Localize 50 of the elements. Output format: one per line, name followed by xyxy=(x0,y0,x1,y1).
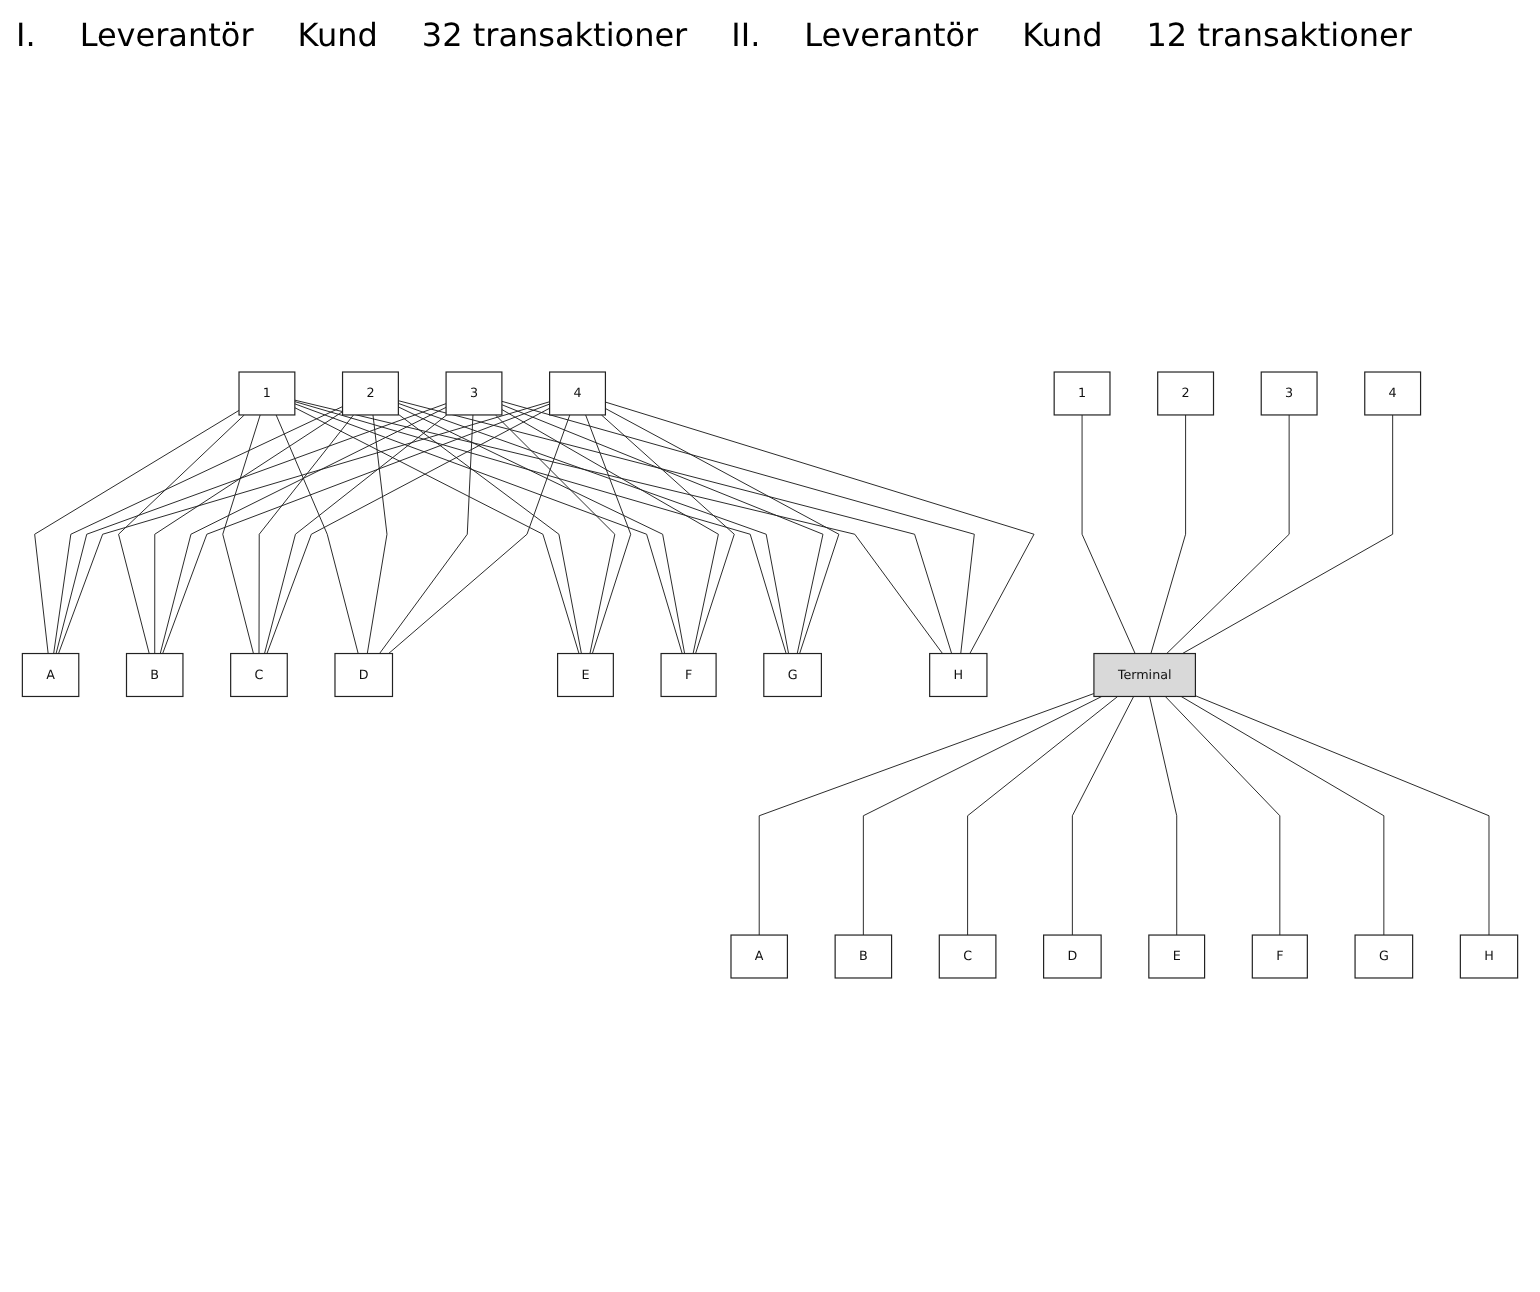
connector xyxy=(585,414,632,654)
connector xyxy=(379,414,474,654)
connector xyxy=(222,414,261,654)
connector xyxy=(118,414,245,654)
connector xyxy=(159,406,447,654)
note-text: 32 transaktioner xyxy=(421,16,688,54)
connector xyxy=(604,401,1035,654)
connector xyxy=(501,404,824,654)
connector xyxy=(495,414,616,654)
connector xyxy=(501,409,719,654)
note-text: 12 transaktioner xyxy=(1146,16,1412,54)
connector xyxy=(1194,695,1490,936)
connector xyxy=(1166,414,1290,654)
connector xyxy=(154,411,343,654)
connector xyxy=(34,409,240,654)
connector xyxy=(294,399,943,654)
connector xyxy=(1149,696,1178,936)
note-text: Kund xyxy=(1022,16,1103,54)
connector xyxy=(1150,414,1187,654)
connector xyxy=(162,403,551,654)
connector xyxy=(294,407,580,654)
note-text: II. xyxy=(731,16,761,54)
connector xyxy=(1180,696,1385,936)
connector xyxy=(397,406,686,654)
connector xyxy=(266,407,551,654)
connector xyxy=(1164,696,1281,936)
connector xyxy=(758,693,1095,936)
connector xyxy=(258,414,354,654)
connector xyxy=(294,403,683,654)
connector xyxy=(862,696,1103,936)
connector xyxy=(604,408,840,654)
connector xyxy=(53,406,343,654)
note-text: Leverantör xyxy=(79,16,254,54)
note-text: I. xyxy=(16,16,36,54)
connector xyxy=(600,414,735,654)
connector xyxy=(1081,414,1136,654)
connector xyxy=(1182,414,1394,654)
connector xyxy=(294,401,787,654)
connector xyxy=(366,414,388,654)
connector xyxy=(1071,696,1135,936)
connector xyxy=(397,402,790,654)
connector xyxy=(275,414,359,654)
connector xyxy=(264,414,448,654)
connector xyxy=(58,401,551,654)
connector xyxy=(501,400,975,654)
note-text: Kund xyxy=(297,16,378,54)
connector xyxy=(397,400,953,654)
connector xyxy=(55,403,447,654)
note-text: Leverantör xyxy=(804,16,979,54)
connector xyxy=(967,696,1119,936)
